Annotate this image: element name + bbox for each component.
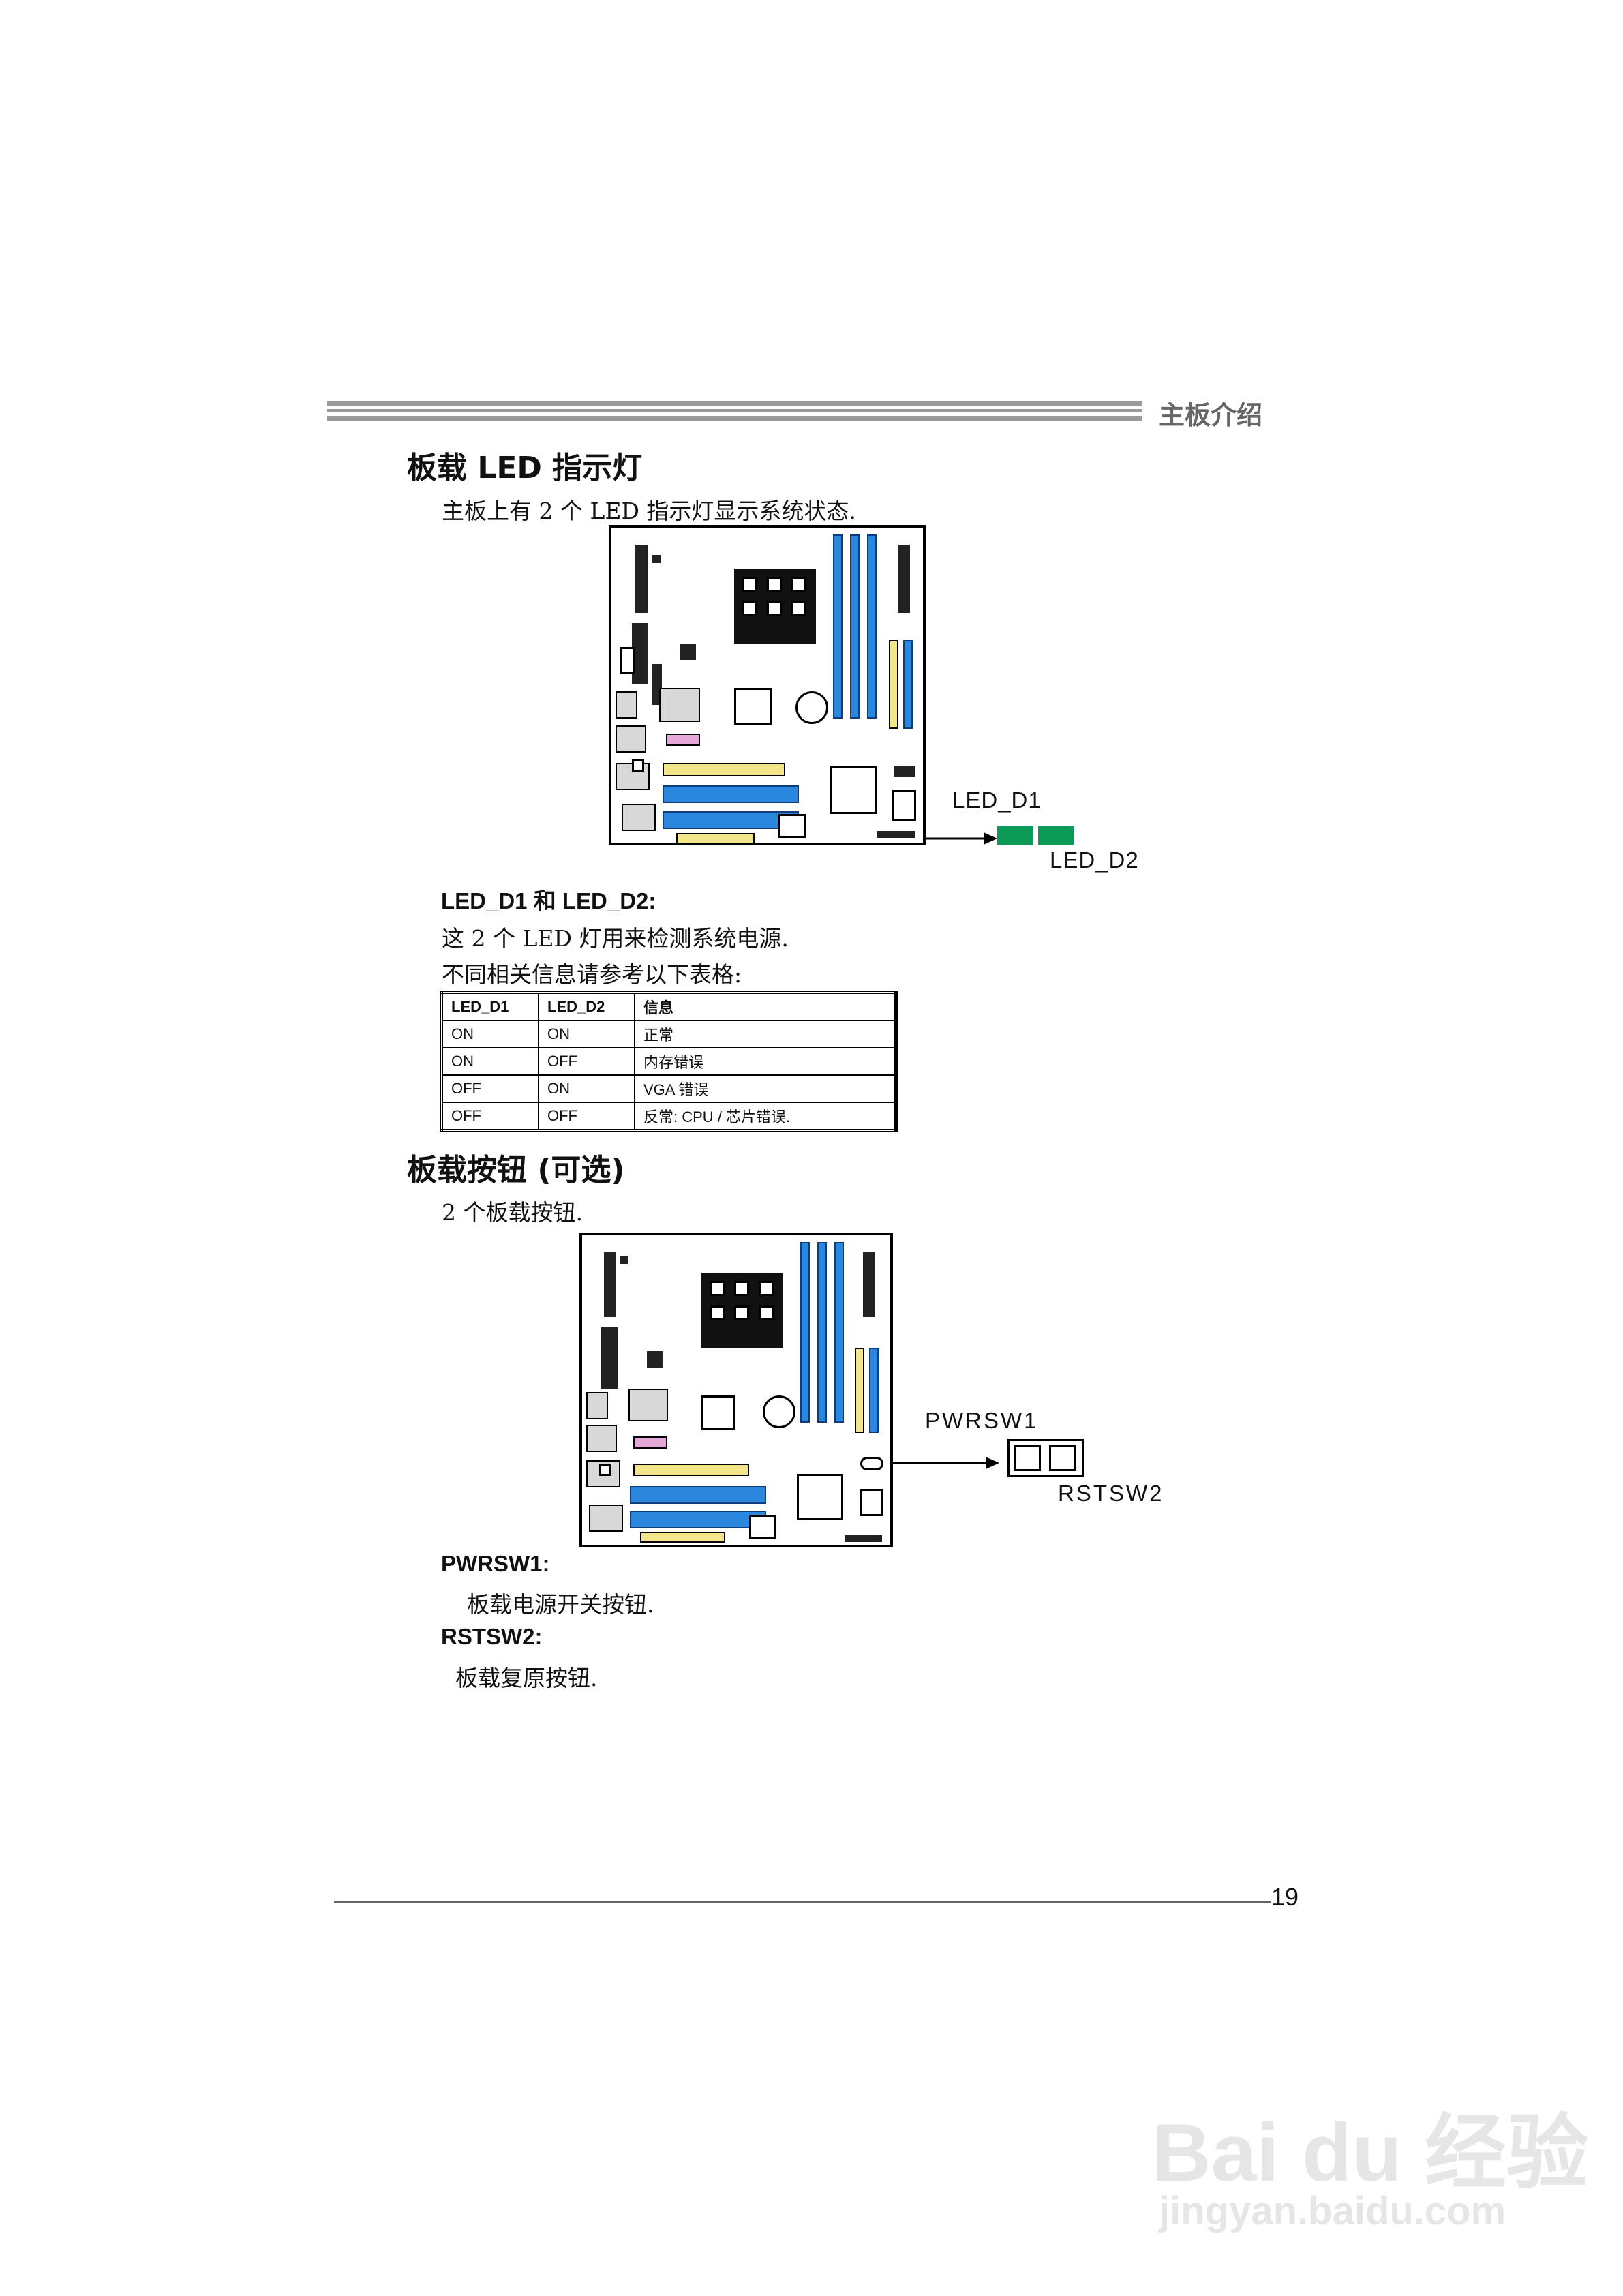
table-cell: VGA 错误 (634, 1074, 897, 1103)
table-row: ON OFF 内存错误 (440, 1047, 897, 1076)
table-header-cell: LED_D2 (538, 991, 635, 1021)
pwrsw1-description: 板载电源开关按钮. (467, 1591, 654, 1618)
led-desc-1: 这 2 个 LED 灯用来检测系统电源. (442, 925, 789, 952)
table-cell: OFF (440, 1074, 539, 1103)
table-row: OFF OFF 反常: CPU / 芯片错误. (440, 1102, 897, 1132)
led-status-table: LED_D1 LED_D2 信息 ON ON 正常 ON OFF 内存错误 OF… (440, 991, 898, 1132)
table-cell: ON (538, 1074, 635, 1103)
led-d1-indicator (997, 826, 1033, 845)
header-rule-mid (327, 409, 1142, 412)
callout-label-rstsw2: RSTSW2 (1058, 1481, 1164, 1506)
button-pair-outline (1007, 1439, 1084, 1477)
header-title: 主板介绍 (1159, 400, 1263, 430)
pwrsw1-heading: PWRSW1: (441, 1551, 550, 1576)
table-cell: 反常: CPU / 芯片错误. (634, 1102, 897, 1132)
header-rule-bottom (327, 416, 1142, 421)
callout-label-led-d2: LED_D2 (1050, 847, 1139, 873)
table-cell: 内存错误 (634, 1047, 897, 1076)
footer-rule (334, 1901, 1271, 1903)
rstsw2-heading: RSTSW2: (441, 1624, 543, 1649)
table-cell: OFF (538, 1102, 635, 1132)
table-cell: OFF (440, 1102, 539, 1132)
motherboard-diagram-buttons (579, 1233, 893, 1547)
table-row: OFF ON VGA 错误 (440, 1074, 897, 1103)
rstsw2-description: 板载复原按钮. (455, 1665, 598, 1691)
led-subheading: LED_D1 和 LED_D2: (441, 888, 656, 913)
table-row: ON ON 正常 (440, 1020, 897, 1048)
callout-label-led-d1: LED_D1 (952, 787, 1042, 813)
section1-title: 板载 LED 指示灯 (407, 451, 643, 485)
section1-intro: 主板上有 2 个 LED 指示灯显示系统状态. (442, 498, 856, 524)
section2-title: 板载按钮 (可选) (407, 1153, 625, 1188)
table-cell: ON (440, 1047, 539, 1076)
table-header-cell: 信息 (634, 991, 897, 1021)
table-header-cell: LED_D1 (440, 991, 539, 1021)
led-d2-indicator (1038, 826, 1074, 845)
callout-label-pwrsw1: PWRSW1 (925, 1408, 1039, 1433)
table-cell: ON (440, 1020, 539, 1048)
pwrsw1-button-icon (1014, 1445, 1041, 1471)
motherboard-diagram-led (609, 525, 926, 845)
rstsw2-button-icon (1049, 1445, 1076, 1471)
led-desc-2: 不同相关信息请参考以下表格: (442, 961, 742, 988)
page-number: 19 (1271, 1883, 1299, 1911)
table-cell: OFF (538, 1047, 635, 1076)
callout-arrow-buttons (892, 1457, 999, 1469)
table-cell: ON (538, 1020, 635, 1048)
table-header-row: LED_D1 LED_D2 信息 (440, 991, 897, 1021)
section2-intro: 2 个板载按钮. (442, 1199, 583, 1226)
callout-arrow-led (924, 832, 997, 845)
header-rule-top (327, 401, 1142, 406)
baidu-watermark-logo: Bai du 经验 (1152, 2107, 1589, 2199)
table-cell: 正常 (634, 1020, 897, 1048)
baidu-watermark-url: jingyan.baidu.com (1159, 2189, 1506, 2233)
